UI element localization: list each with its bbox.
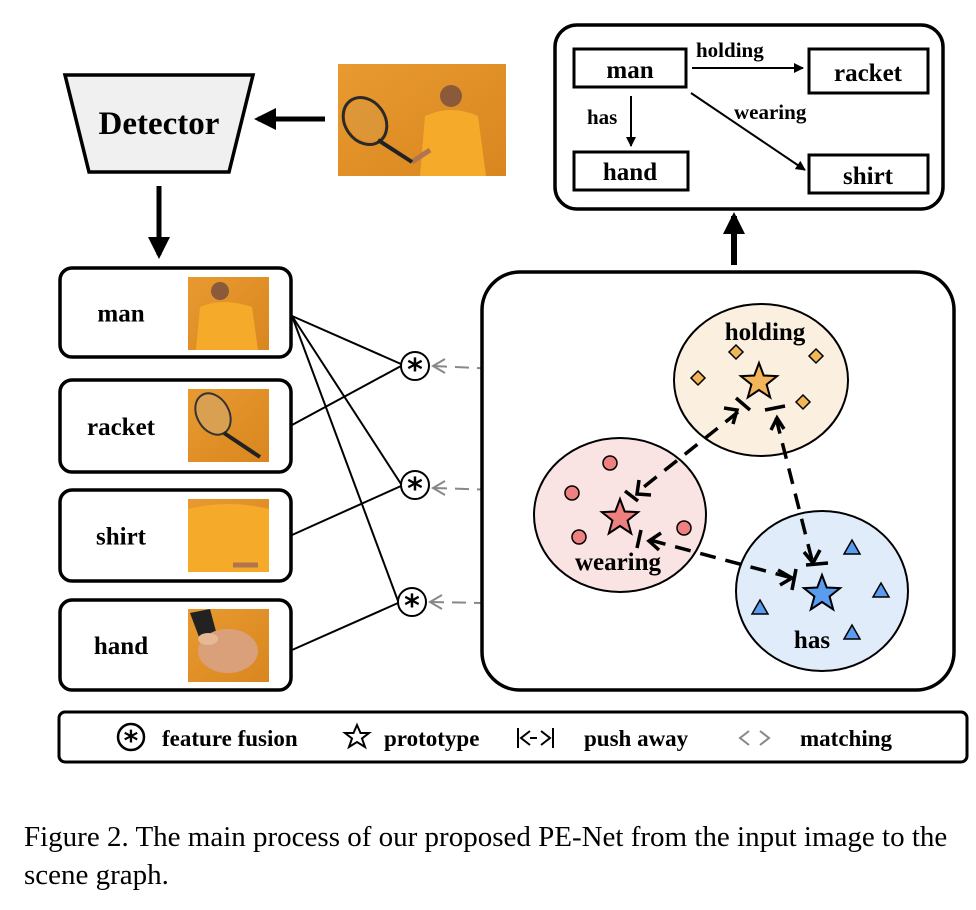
asterisk-icon: *	[407, 472, 423, 507]
figure-caption: Figure 2. The main process of our propos…	[24, 821, 948, 891]
push-bar	[734, 396, 752, 412]
push-bar	[623, 489, 640, 503]
push-arrowhead	[723, 406, 740, 425]
legend: * feature fusion prototype push away mat…	[57, 710, 969, 764]
conn-man-fusion1	[291, 315, 402, 365]
triangle-marker	[842, 538, 862, 555]
diamond-marker	[794, 393, 812, 411]
triangle-marker	[750, 598, 770, 615]
feature-fusion-node-3: *	[397, 587, 427, 624]
sg-node-man-label: man	[606, 57, 653, 84]
legend-prototype-label: prototype	[384, 726, 479, 751]
sg-node-shirt-label: shirt	[843, 163, 894, 190]
object-crop-hand	[188, 609, 269, 682]
push-arrowhead	[646, 531, 662, 552]
asterisk-icon: *	[124, 724, 139, 757]
diamond-marker	[807, 347, 825, 365]
detector-block: Detector	[62, 73, 256, 174]
sg-node-racket: racket	[807, 47, 930, 95]
feature-fusion-node-1: *	[400, 351, 430, 388]
object-label: racket	[87, 414, 156, 441]
push-away-arrows	[623, 396, 829, 591]
cluster-wearing-label: wearing	[575, 549, 662, 576]
feature-fusion-node-2: *	[400, 470, 430, 507]
sg-node-man: man	[572, 47, 688, 89]
legend-item-push-away: push away	[517, 726, 689, 751]
object-crop-man	[188, 277, 269, 350]
push-bar	[635, 529, 643, 549]
legend-item-feature-fusion: * feature fusion	[116, 722, 298, 757]
sg-edge-holding-label: holding	[696, 38, 764, 62]
object-box-hand: hand	[58, 598, 293, 692]
sg-node-hand: hand	[572, 150, 690, 192]
matching-arrowhead-left	[431, 480, 446, 496]
cluster-holding-label: holding	[725, 319, 806, 346]
diamond-marker	[727, 343, 745, 361]
sg-node-racket-label: racket	[834, 60, 903, 87]
triangle-marker	[871, 581, 891, 598]
sg-edge-has-label: has	[587, 105, 617, 129]
object-crop-racket	[188, 389, 269, 462]
prototype-star-has	[801, 572, 843, 612]
push-away-icon	[517, 728, 554, 748]
matching-arrowhead-left	[431, 358, 446, 374]
push-bar	[790, 568, 798, 591]
legend-item-prototype: prototype	[342, 722, 479, 751]
push-bar	[764, 404, 786, 412]
conn-shirt-fusion2	[291, 485, 402, 536]
push-arrowhead	[777, 568, 796, 587]
legend-matching-label: matching	[800, 726, 893, 751]
object-box-racket: racket	[58, 378, 293, 474]
object-box-shirt: shirt	[58, 488, 293, 583]
sg-node-hand-label: hand	[603, 159, 657, 186]
legend-item-matching: matching	[738, 726, 893, 751]
cluster-has-label: has	[794, 627, 830, 654]
asterisk-icon: *	[404, 589, 420, 624]
diamond-marker	[689, 369, 707, 387]
legend-feature-fusion-label: feature fusion	[162, 726, 298, 751]
push-arrowhead	[769, 414, 786, 431]
sg-node-shirt: shirt	[807, 153, 930, 195]
conn-racket-fusion1	[291, 365, 402, 426]
prototype-star-holding	[738, 360, 780, 400]
object-label: shirt	[96, 524, 147, 551]
legend-push-away-label: push away	[584, 726, 689, 751]
matching-arrowhead-left	[428, 594, 443, 610]
feature-fusion-icon	[116, 722, 146, 752]
push-bar	[805, 561, 829, 567]
asterisk-icon: *	[407, 353, 423, 388]
circle-marker	[571, 529, 587, 545]
circle-marker	[676, 520, 692, 536]
object-box-man: man	[58, 266, 293, 359]
triangle-marker	[842, 623, 862, 640]
object-crop-shirt	[188, 499, 269, 572]
conn-man-fusion2	[291, 315, 402, 485]
object-label: hand	[94, 633, 148, 660]
input-image	[338, 64, 506, 176]
detector-label: Detector	[99, 106, 220, 142]
prototype-star-wearing	[599, 496, 641, 536]
matching-arrow-icon	[738, 730, 771, 746]
prototype-star-icon	[342, 722, 372, 750]
fusion-connections	[291, 315, 402, 651]
sg-edge-wearing-label: wearing	[734, 100, 807, 124]
conn-hand-fusion3	[291, 602, 399, 651]
push-line-holding-wearing	[638, 410, 740, 492]
object-label: man	[97, 301, 144, 328]
conn-man-fusion3	[291, 315, 399, 602]
circle-marker	[602, 455, 618, 471]
push-arrowhead	[635, 479, 652, 497]
scene-graph-panel: man racket hand shirt holding has wearin…	[553, 23, 945, 211]
sg-edge-wearing-arrow	[690, 92, 806, 171]
circle-marker	[564, 485, 580, 501]
